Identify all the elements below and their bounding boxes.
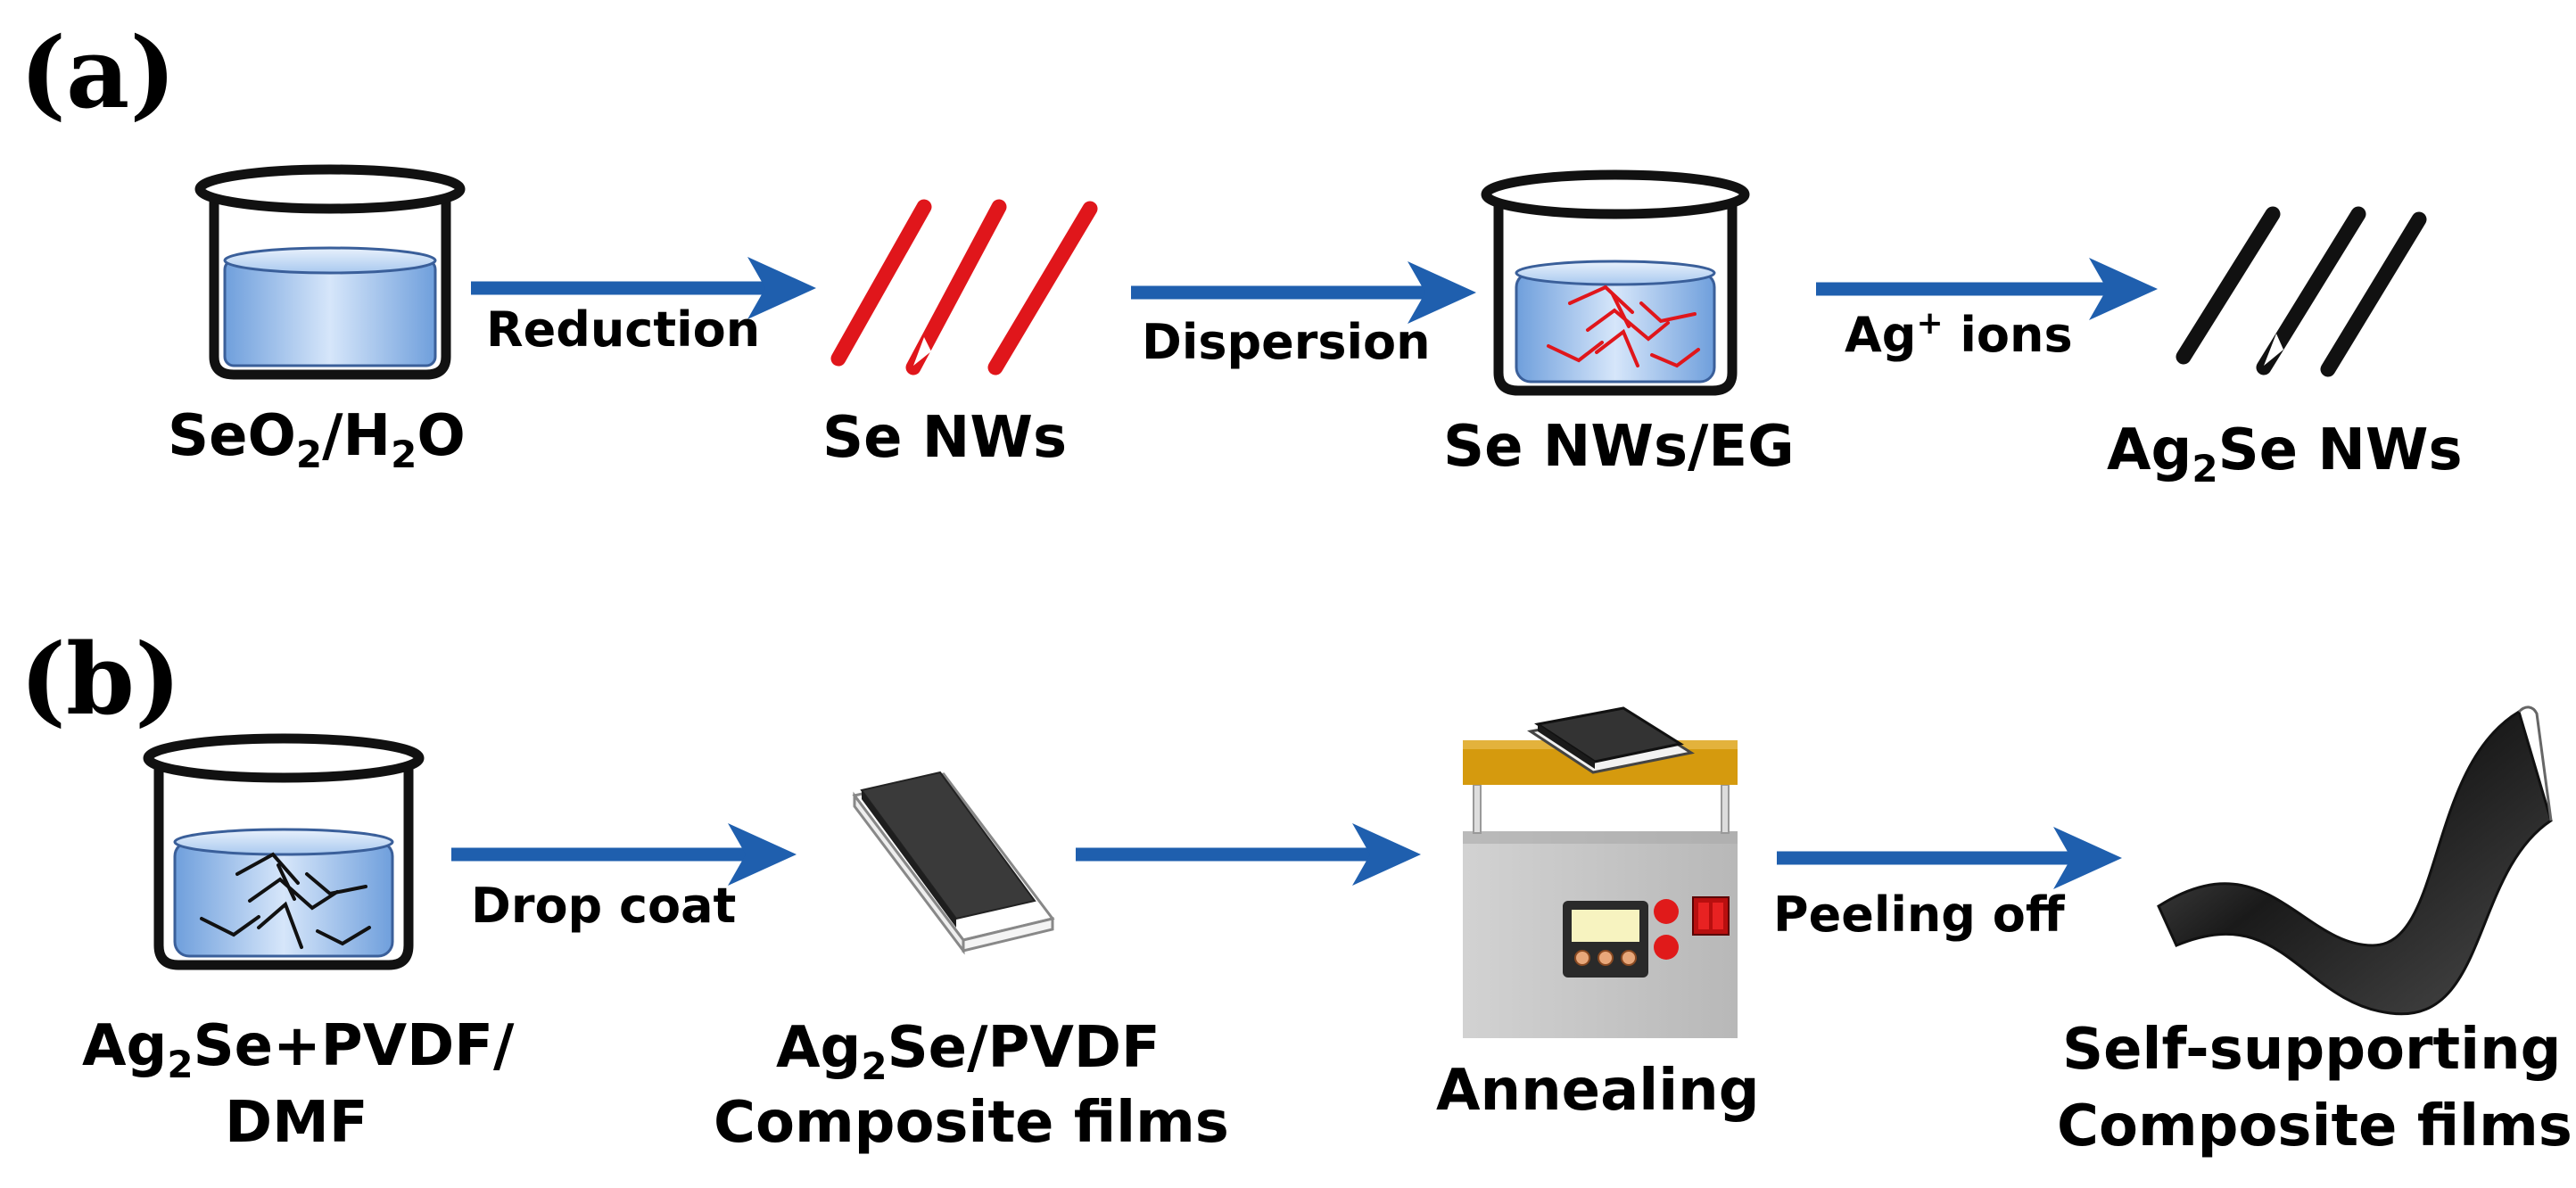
label-dispersion: Dispersion bbox=[1142, 314, 1431, 370]
arrow-to-annealing bbox=[1076, 823, 1421, 886]
panel-label-a: (a) bbox=[20, 15, 176, 130]
label-ag2se-nws: Ag2Se NWs bbox=[2107, 417, 2463, 491]
arrow-peeling-off bbox=[1777, 827, 2122, 889]
label-se-nws-eg: Se NWs/EG bbox=[1443, 414, 1795, 480]
label-annealing: Annealing bbox=[1436, 1058, 1760, 1124]
dispersed-black-nanowires bbox=[200, 852, 371, 949]
arrow-reduction bbox=[471, 257, 816, 319]
arrow-dispersion bbox=[1131, 261, 1476, 324]
flexible-film-icon bbox=[2157, 705, 2553, 1016]
beaker-seo2-water bbox=[194, 164, 466, 380]
arrow-ag-ions bbox=[1816, 258, 2158, 320]
press-button-bottom bbox=[1654, 935, 1679, 960]
label-ag-ions: Ag+ ions bbox=[1845, 305, 2073, 363]
label-ag2se-pvdf-dmf-line1: Ag2Se+PVDF/ bbox=[82, 1013, 515, 1086]
label-ag2se-pvdf-dmf-line2: DMF bbox=[225, 1090, 368, 1156]
composite-film-on-substrate-icon bbox=[852, 771, 1055, 955]
arrow-drop-coat bbox=[451, 823, 797, 886]
silver-selenide-nanowires-icon bbox=[2176, 206, 2427, 377]
label-self-supporting-line2: Composite films bbox=[2057, 1093, 2572, 1159]
label-drop-coat: Drop coat bbox=[471, 878, 736, 934]
dispersed-red-nanowires bbox=[1547, 285, 1700, 368]
press-button-top bbox=[1654, 899, 1679, 924]
panel-label-b: (b) bbox=[20, 622, 181, 737]
label-se-nws: Se NWs bbox=[822, 405, 1067, 471]
label-seo2-h2o: SeO2/H2O bbox=[168, 403, 466, 476]
beaker-rim bbox=[194, 164, 466, 214]
annealing-hot-press-icon bbox=[1463, 706, 1738, 1038]
label-ag2se-pvdf-line1: Ag2Se/PVDF bbox=[776, 1015, 1160, 1088]
label-self-supporting-line1: Self-supporting bbox=[2062, 1017, 2561, 1083]
beaker-liquid bbox=[223, 259, 437, 367]
label-reduction: Reduction bbox=[486, 301, 760, 358]
label-ag2se-pvdf-line2: Composite films bbox=[714, 1090, 1229, 1156]
beaker-ag2se-pvdf-dmf bbox=[143, 733, 425, 970]
label-peeling-off: Peeling off bbox=[1773, 887, 2066, 943]
beaker-se-nws-eg bbox=[1481, 169, 1750, 396]
selenium-nanowires-icon bbox=[830, 199, 1098, 375]
